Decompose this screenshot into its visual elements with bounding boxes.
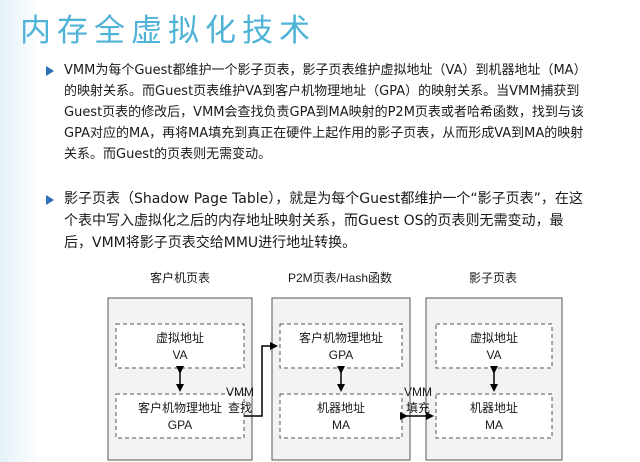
bullet-text-2: 影子页表（Shadow Page Table），就是为每个Guest都维护一个“… (64, 191, 583, 251)
page-table-diagram: 客户机页表 虚拟地址 VA 客户机物理地址 GPA P2M页表/Hash函数 客… (107, 270, 563, 461)
box3-title: 影子页表 (469, 271, 517, 285)
lookup-connector (244, 342, 278, 417)
fill-label-line2: 填充 (406, 400, 430, 415)
lookup-label-line2: 查找 (228, 401, 252, 415)
box1-title: 客户机页表 (150, 270, 210, 285)
box3-bottom-line2: MA (485, 418, 503, 432)
box3-top-line1: 虚拟地址 (470, 331, 518, 345)
box2-bottom-line1: 机器地址 (317, 401, 365, 415)
lookup-label-line1: VMM (226, 385, 254, 399)
box2-top-line1: 客户机物理地址 (299, 330, 383, 345)
box1-top-cell (115, 323, 245, 369)
box3-bottom-cell (435, 393, 553, 439)
box1-bottom-cell (115, 393, 245, 439)
box2-top-line2: GPA (329, 348, 353, 362)
bullet-arrow-icon (46, 66, 54, 76)
box1-top-line2: VA (172, 348, 187, 362)
box3-top-line2: VA (486, 348, 501, 362)
bullet-text-1: VMM为每个Guest都维护一个影子页表，影子页表维护虚拟地址（VA）到机器地址… (64, 63, 584, 162)
box2-bottom-line2: MA (332, 418, 350, 432)
box2-title: P2M页表/Hash函数 (288, 270, 392, 285)
box1-bottom-line2: GPA (168, 418, 192, 432)
box1-bottom-line1: 客户机物理地址 (138, 400, 222, 415)
box3-bottom-line1: 机器地址 (470, 401, 518, 415)
fill-label-line1: VMM (404, 385, 432, 399)
box2-bottom-cell (279, 393, 403, 439)
bullet-arrow-icon (46, 195, 54, 205)
slide-title: 内存全虚拟化技术 (20, 13, 316, 49)
box1-top-line1: 虚拟地址 (156, 331, 204, 345)
sidebar-decoration (0, 0, 40, 462)
